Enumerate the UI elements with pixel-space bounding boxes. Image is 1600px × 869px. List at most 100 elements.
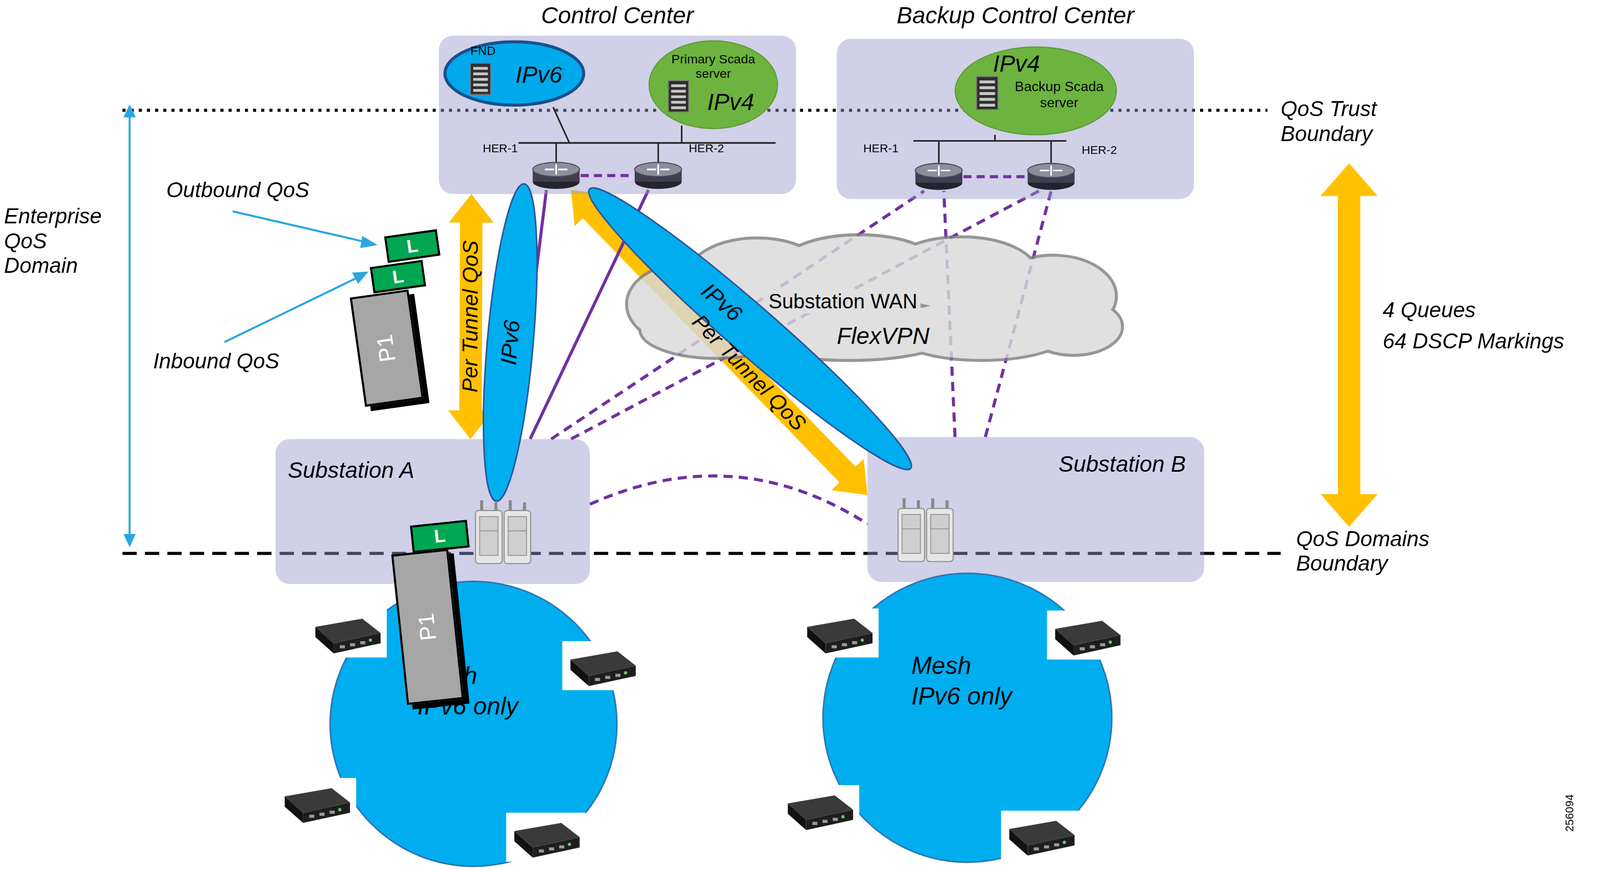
tunnel-ellipse-drawing-part	[573, 171, 927, 487]
mesh-circle-drawing-part-part	[806, 626, 826, 654]
mesh-circle-drawing-part-part	[307, 608, 387, 657]
control-center-box-drawing-part	[680, 125, 683, 143]
background-drawing-part	[232, 211, 366, 242]
fnd-ellipse-drawing-part-part	[473, 67, 488, 70]
primary-scada-ellipse-drawing-part-part	[668, 80, 689, 112]
backup-scada-ellipse-drawing-part-part	[979, 97, 996, 101]
mesh-circle-drawing-part-part	[1100, 643, 1106, 647]
control-center-box: Control CenterFNDIPv6Primary Scada serve…	[438, 35, 796, 194]
boundary-label: QoS Domains Boundary	[1296, 526, 1476, 576]
queue-block: L	[384, 229, 441, 264]
mesh-circle-drawing-part-part	[812, 821, 818, 825]
router-icon-drawing-part	[1039, 165, 1062, 176]
backup-control-center-box-drawing-part	[913, 139, 1067, 142]
primary-scada-ellipse-drawing-part	[668, 80, 689, 112]
mesh-circle-drawing-part-part	[799, 608, 879, 657]
mesh-circle-drawing-part-part	[333, 632, 381, 654]
primary-scada-ellipse-drawing-part-part	[671, 106, 686, 109]
router-name: HER-2	[688, 141, 724, 155]
mesh-circle-drawing-part	[276, 777, 356, 827]
backup-control-center-box-drawing-part	[938, 141, 940, 164]
mesh-circle-drawing-part-part	[532, 836, 580, 858]
mesh-circle-drawing-part-part	[562, 640, 642, 690]
mesh-circle-drawing-part-part	[831, 644, 837, 649]
box-heading: Substation B	[1020, 450, 1187, 477]
mesh-circle-drawing-part	[562, 640, 642, 690]
mesh-circle-drawing-part-part	[1001, 810, 1081, 860]
substation-box-drawing-part	[475, 499, 531, 564]
substation-box-drawing-part-part	[504, 510, 531, 564]
mesh-circle: MeshIPv6 only	[328, 579, 619, 868]
background-drawing-part	[1337, 193, 1361, 496]
mesh-circle-drawing-part-part	[1062, 840, 1067, 844]
mesh-circle-drawing-part-part	[832, 817, 838, 821]
primary-scada-ellipse: Primary Scada serverIPv4	[648, 39, 779, 130]
substation-box-drawing-part-part	[930, 514, 950, 554]
mesh-circle-drawing-part-part	[349, 643, 355, 647]
background-drawing-part	[360, 235, 378, 248]
mesh-circle-drawing-part-part	[1027, 834, 1075, 856]
backup-scada-ellipse-drawing-part-part	[979, 92, 996, 95]
mesh-circle-drawing-part	[779, 784, 860, 834]
fnd-ellipse: FNDIPv6	[442, 38, 588, 109]
mesh-circle-drawing-part-part	[1073, 634, 1121, 656]
router-icon-drawing	[914, 162, 963, 191]
protocol-label: IPv6	[515, 61, 563, 89]
fnd-ellipse-drawing-part	[470, 63, 491, 95]
router-icon-drawing-part	[646, 164, 670, 175]
substation-box: Substation B	[867, 436, 1205, 582]
callout-text: Outbound QoS	[166, 177, 310, 203]
mesh-circle-drawing-part	[1001, 810, 1081, 860]
backup-scada-ellipse-drawing-part	[955, 47, 1117, 135]
primary-scada-ellipse-drawing-part-part	[671, 95, 686, 99]
queue-note: 4 Queues	[1382, 298, 1476, 323]
substation-box-drawing-part-part	[508, 516, 527, 556]
queue-label: L	[372, 262, 424, 292]
mesh-circle-drawing-part-part	[505, 812, 586, 862]
substation-box-drawing-part-part	[898, 508, 925, 562]
substation-box-drawing-part-part	[475, 510, 503, 564]
queue-label: L	[412, 522, 468, 551]
router-icon-drawing-part	[927, 165, 950, 176]
mesh-circle-drawing-part-part	[1089, 644, 1095, 649]
control-center-box-drawing-part	[657, 142, 660, 163]
callout-text: Inbound QoS	[153, 348, 280, 374]
wan-cloud-drawing-part	[626, 234, 1123, 361]
backup-control-center-box-drawing-part	[963, 174, 1027, 179]
protocol-label: IPv4	[992, 49, 1041, 78]
background-drawing-part	[1320, 163, 1378, 197]
boundary-label: QoS Trust Boundary	[1280, 97, 1434, 147]
substation-box-drawing-part-part	[508, 530, 527, 532]
mesh-circle-drawing-part	[505, 812, 586, 862]
cloud-label: Substation WAN	[765, 289, 921, 314]
protocol-label: IPv4	[706, 88, 755, 117]
router-icon-drawing-part	[634, 162, 682, 177]
mesh-circle-drawing-part-part	[567, 842, 571, 846]
mesh-circle-drawing-part-part	[315, 626, 334, 654]
mesh-circle-drawing-part-part	[514, 830, 533, 858]
mesh-circle-drawing-part-part	[276, 777, 356, 827]
router-icon-drawing-part	[532, 162, 580, 177]
backup-scada-ellipse-drawing-part-part	[979, 103, 996, 107]
substation-box-drawing-part-part	[945, 499, 949, 509]
queue-label: P1	[330, 313, 444, 383]
primary-scada-ellipse-drawing-part-part	[671, 89, 686, 93]
substation-box-drawing-part-part	[523, 502, 527, 511]
mesh-circle-drawing-part-part	[822, 819, 828, 824]
box-heading: Substation A	[287, 457, 415, 483]
router-name: HER-2	[1081, 143, 1117, 158]
mesh-circle-drawing-part	[307, 608, 387, 657]
router-icon: HER-2	[1026, 162, 1076, 191]
substation-box-drawing-part-part	[902, 498, 906, 509]
background-drawing-part	[128, 114, 132, 538]
router-name: HER-1	[863, 141, 899, 155]
mesh-circle-drawing-part-part	[1033, 846, 1039, 851]
background-drawing-part	[123, 103, 136, 118]
domain-label: Enterprise QoS Domain	[3, 204, 102, 279]
mesh-circle-drawing-part-part	[360, 640, 366, 645]
router-icon-drawing	[1026, 162, 1076, 191]
mesh-circle-drawing-part	[1046, 610, 1127, 660]
mesh-circle-drawing-part-part	[1054, 843, 1060, 847]
mesh-circle-drawing-part-part	[1009, 828, 1028, 856]
